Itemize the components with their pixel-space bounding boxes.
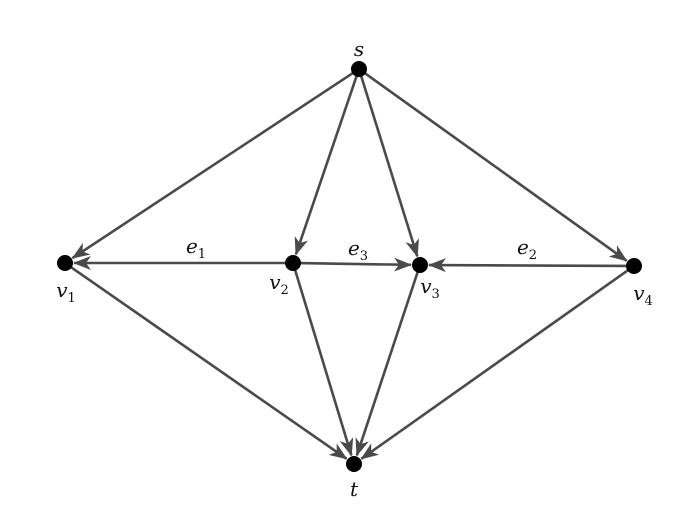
edge-v4-to-v3-arrow — [427, 258, 629, 273]
node-label-v4: v4 — [633, 281, 653, 309]
node-label-v3-subscript: 3 — [432, 287, 440, 302]
edge-s-to-v4-arrow — [363, 71, 628, 262]
node-v1-dot — [57, 255, 73, 271]
node-label-v4-subscript: 4 — [645, 294, 653, 309]
node-v3-dot — [412, 257, 428, 273]
node-s-dot — [351, 61, 367, 77]
node-v4-dot — [626, 258, 642, 274]
edge-label-e2-subscript: 2 — [529, 248, 537, 263]
nodes-layer — [57, 61, 642, 472]
edge-v2-to-v3-arrow — [298, 257, 413, 272]
node-label-t-main: t — [350, 477, 359, 501]
node-label-s-main: s — [354, 37, 364, 61]
edge-label-e1: e1 — [186, 234, 206, 262]
node-v2-dot — [285, 255, 301, 271]
edge-s-to-v1-arrow — [71, 71, 355, 260]
node-label-v3-main: v — [420, 274, 432, 298]
edge-v3-to-t-arrow — [355, 270, 420, 457]
edge-label-e2: e2 — [517, 235, 537, 263]
edge-s-to-v2-arrow — [294, 74, 359, 256]
edge-label-e3: e3 — [348, 236, 368, 264]
edges-layer — [69, 71, 630, 460]
edge-v4-to-t-arrow — [360, 268, 630, 460]
edge-label-e3-main: e — [348, 236, 360, 260]
node-label-v1-main: v — [56, 278, 68, 302]
node-label-v3: v3 — [420, 274, 440, 302]
edge-s-to-v3-arrow — [359, 74, 419, 258]
node-label-v2: v2 — [269, 270, 289, 298]
node-label-s: s — [354, 37, 364, 61]
edge-v1-to-t-arrow — [69, 265, 348, 460]
edge-label-e1-main: e — [186, 234, 198, 258]
node-label-v2-main: v — [269, 270, 281, 294]
node-label-t: t — [350, 477, 359, 501]
edge-v2-to-t-arrow — [293, 268, 354, 457]
edge-label-e3-subscript: 3 — [360, 249, 368, 264]
node-label-v1-subscript: 1 — [68, 291, 76, 306]
node-label-v4-main: v — [633, 281, 645, 305]
edge-label-e1-subscript: 1 — [198, 247, 206, 262]
node-label-v1: v1 — [56, 278, 76, 306]
node-label-v2-subscript: 2 — [281, 283, 289, 298]
node-t-dot — [346, 456, 362, 472]
edge-label-e2-main: e — [517, 235, 529, 259]
